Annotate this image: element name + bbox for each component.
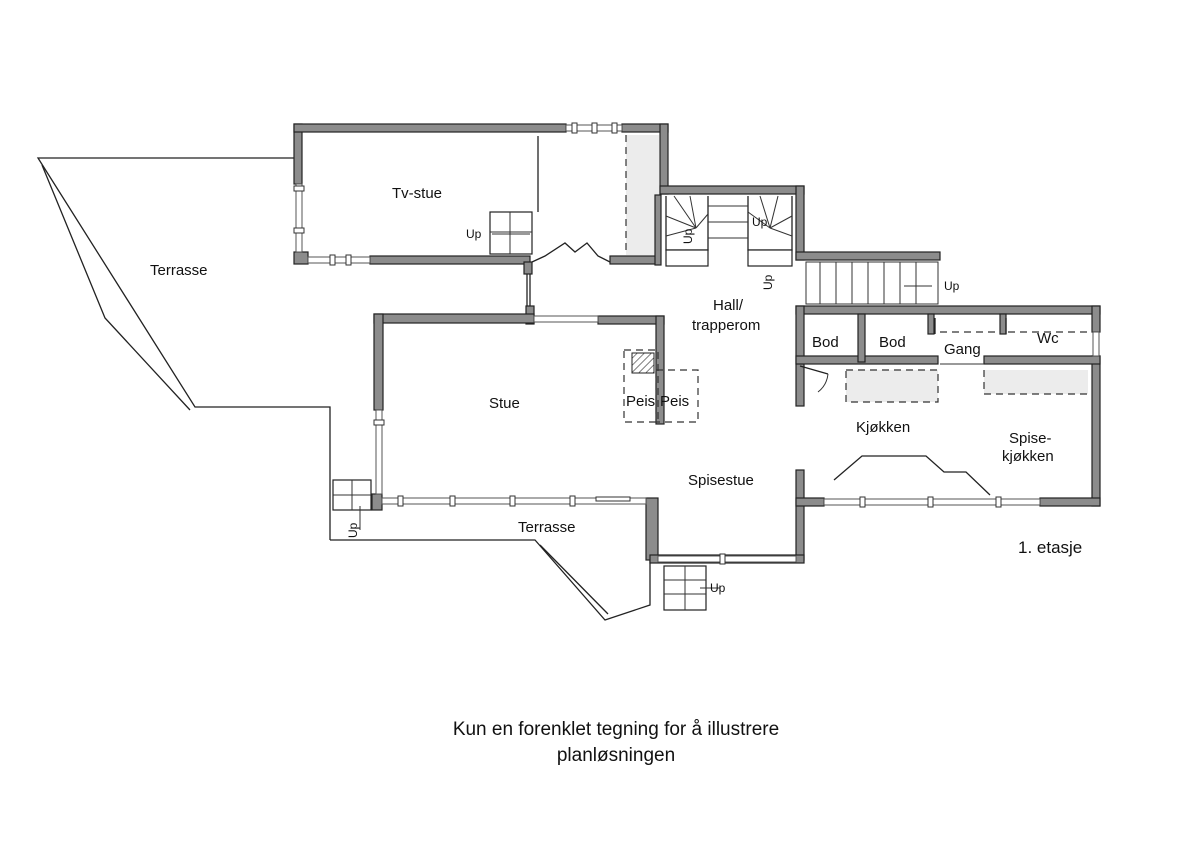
label-up-entrance: Up [710, 581, 726, 595]
spisekjokken-counter-area [984, 370, 1088, 394]
terrace-west-outline [36, 157, 331, 540]
label-peis-left: Peis [626, 393, 655, 410]
tv-stue-closet-area [626, 135, 659, 255]
terrace-south-outline [330, 510, 651, 621]
label-up-terrasse: Up [346, 522, 360, 538]
kitchen-counter-line [833, 455, 991, 496]
label-tv-stue: Tv-stue [392, 185, 442, 202]
label-spisekjokken-line2: kjøkken [1002, 448, 1054, 465]
label-bod-1: Bod [812, 334, 839, 351]
label-terrasse-west: Terrasse [150, 262, 208, 279]
built-in-outlines [625, 135, 1088, 403]
kitchen-counter-area [846, 370, 938, 402]
label-up-hall-right: Up [752, 215, 768, 229]
label-up-outdoor: Up [944, 279, 960, 293]
stairs [332, 136, 939, 611]
floor-label: 1. etasje [1018, 538, 1082, 557]
label-up-hall-bottom: Up [761, 274, 775, 290]
label-hall-line1: Hall/ [713, 297, 744, 314]
label-kjokken: Kjøkken [856, 419, 910, 436]
caption-line2: planløsningen [557, 745, 675, 766]
label-up-tv-stue: Up [466, 227, 482, 241]
label-peis-right: Peis [660, 393, 689, 410]
label-gang: Gang [944, 341, 981, 358]
doors [526, 242, 1007, 393]
windows [293, 122, 1100, 565]
fireplaces [623, 349, 699, 423]
label-spisekjokken-line1: Spise- [1009, 430, 1052, 447]
label-stue: Stue [489, 395, 520, 412]
label-spisestue: Spisestue [688, 472, 754, 489]
label-terrasse-south: Terrasse [518, 519, 576, 536]
label-up-hall-left: Up [681, 228, 695, 244]
label-bod-2: Bod [879, 334, 906, 351]
room-labels: Terrasse Tv-stue Hall/ trapperom Stue Pe… [150, 185, 1059, 536]
caption-line1: Kun en forenklet tegning for å illustrer… [453, 719, 779, 740]
stair-labels: Up Up Up Up Up Up Up [346, 215, 960, 595]
label-wc: Wc [1037, 330, 1059, 347]
label-hall-line2: trapperom [692, 317, 760, 334]
walls [293, 123, 1101, 564]
